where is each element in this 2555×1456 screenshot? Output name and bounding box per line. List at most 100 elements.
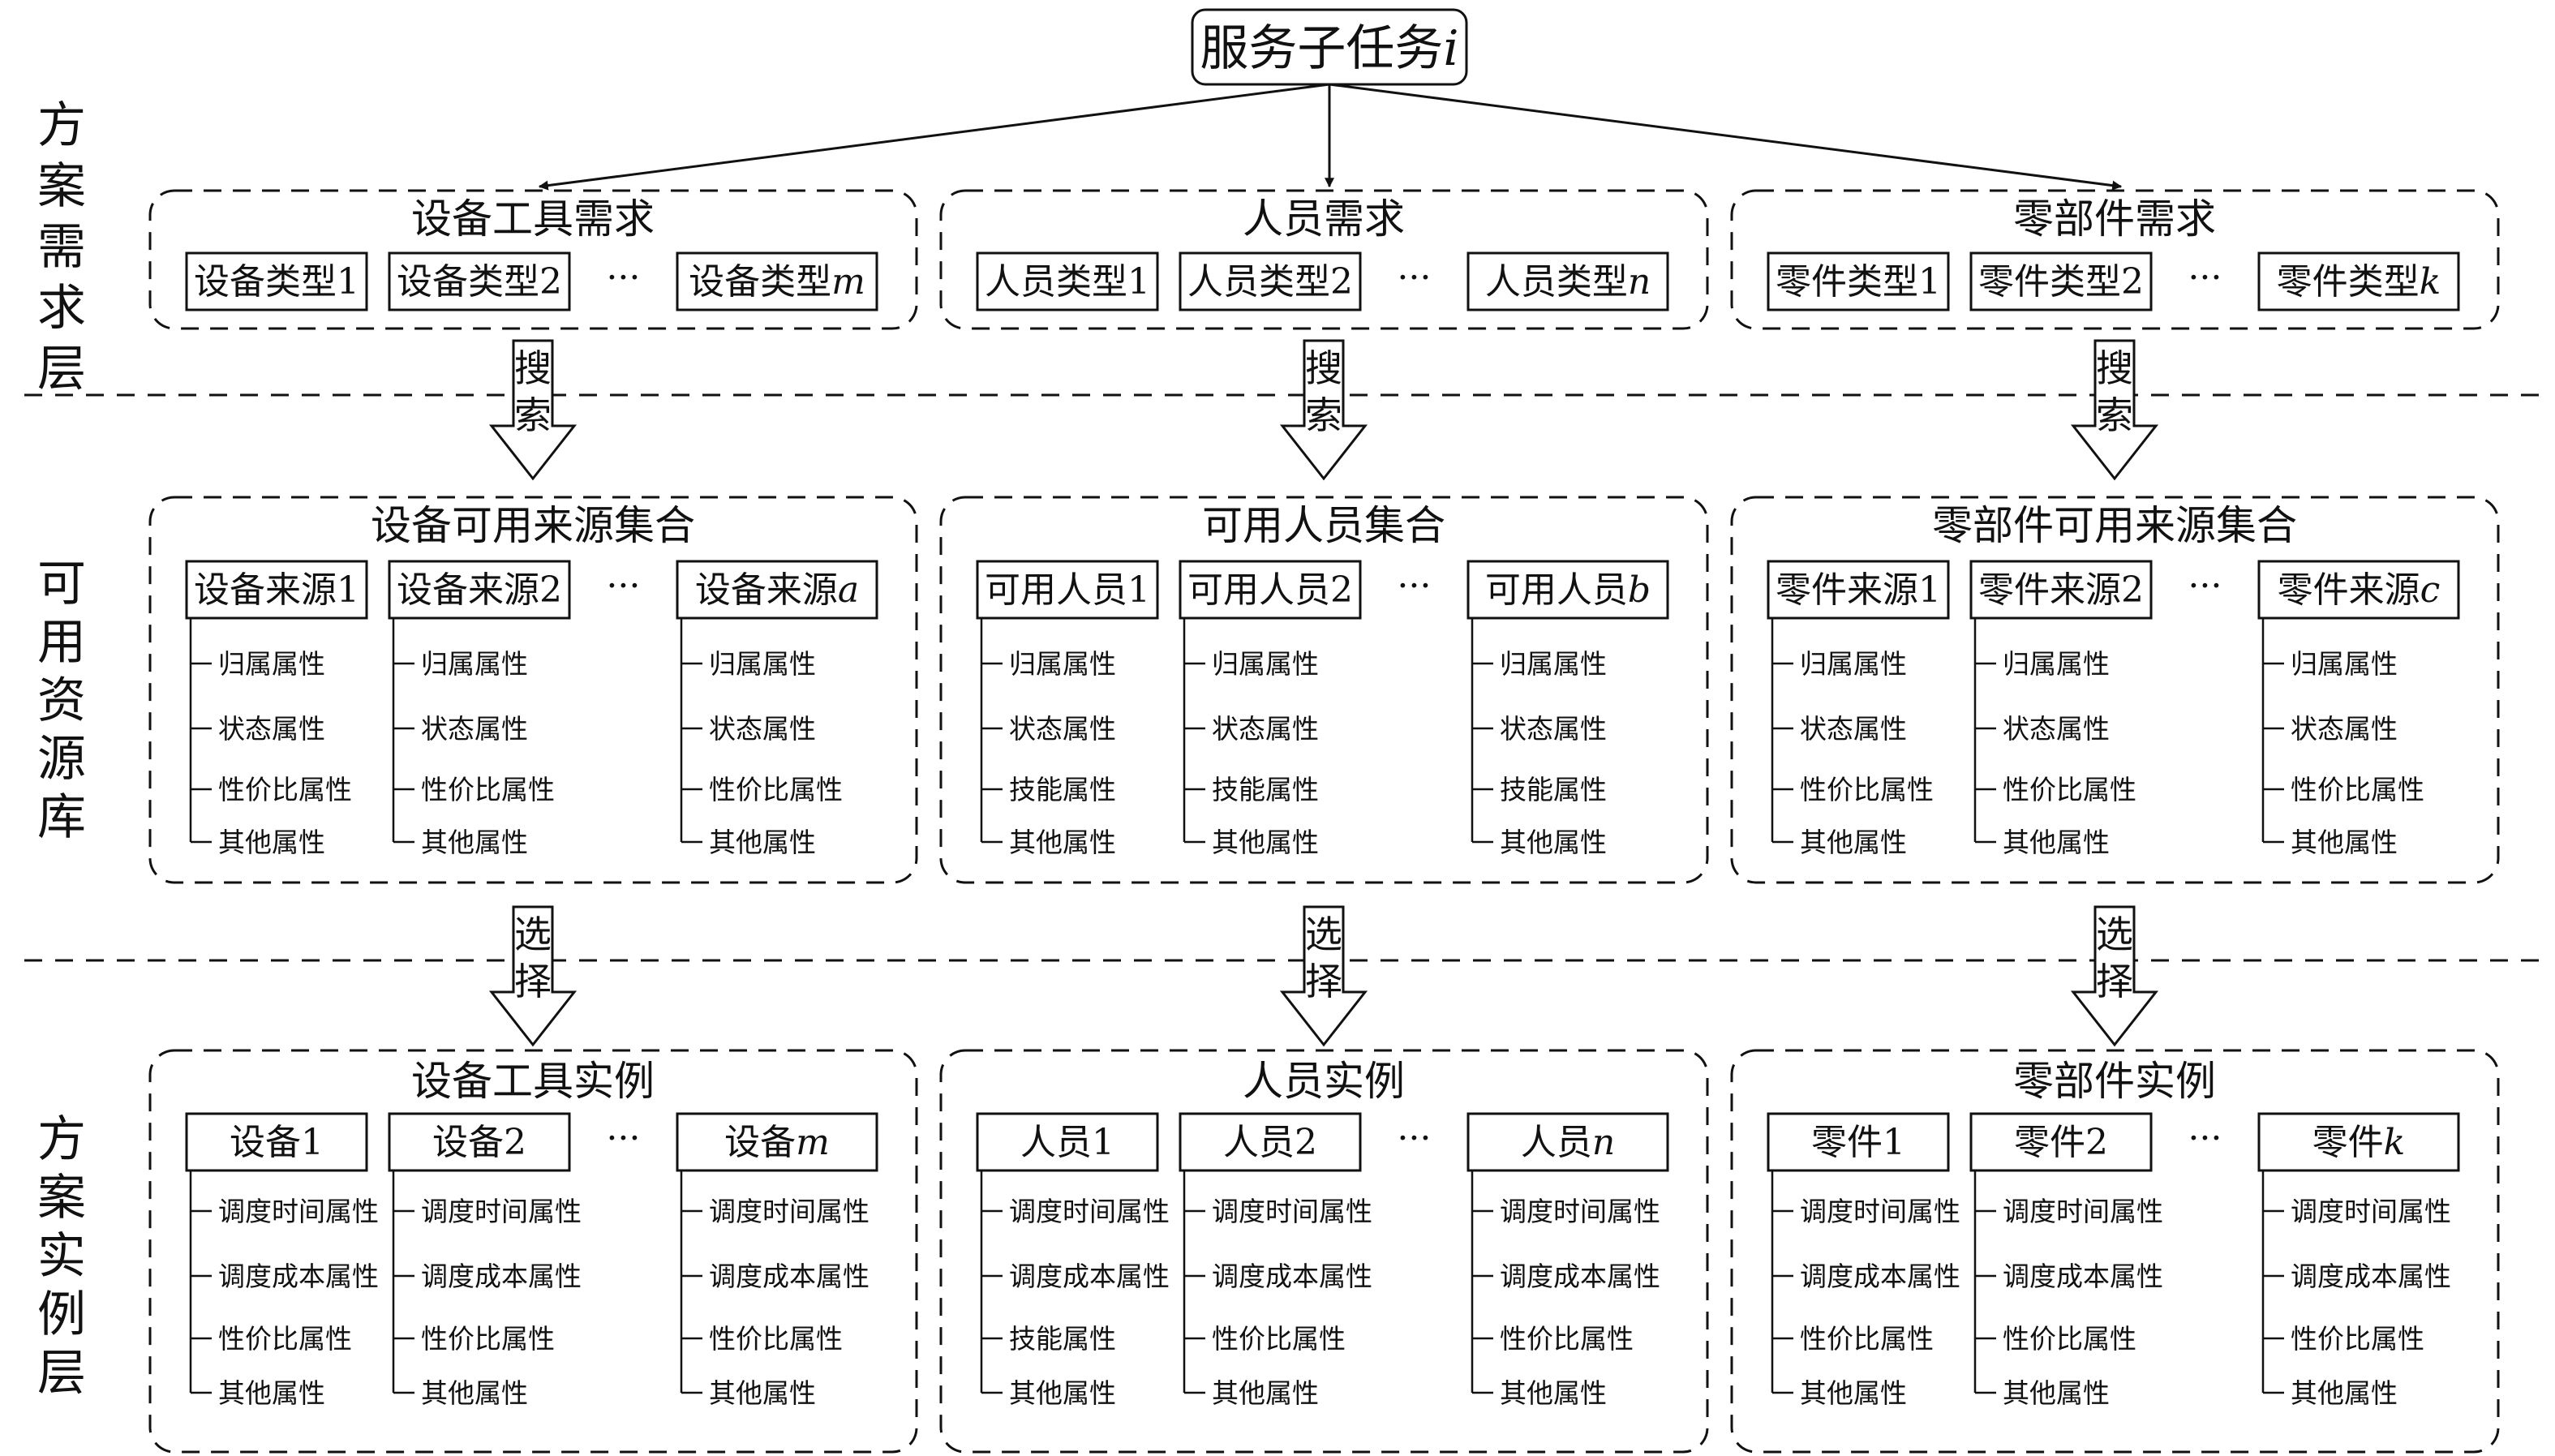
equipment-instance-box-2 — [388, 1112, 571, 1172]
parts-resource-box-label-2: 零件来源2 — [1978, 569, 2144, 611]
parts-resource-attr: 性价比属性 — [2291, 774, 2424, 805]
parts-resource-attr: 归属属性 — [1800, 648, 1907, 680]
personnel-resource-attr: 其他属性 — [1009, 827, 1116, 858]
parts-instance-attr: 性价比属性 — [2003, 1323, 2136, 1355]
parts-demand-box-label-2: 零件类型2 — [1978, 261, 2144, 303]
personnel-select-arrow: 选择 — [1279, 905, 1368, 1047]
personnel-resource-box-label-2: 可用人员2 — [1187, 569, 1353, 611]
parts-demand-box-label-1: 零件类型1 — [1776, 261, 1941, 303]
equipment-instance-attr: 性价比属性 — [709, 1323, 843, 1355]
personnel-demand-box-3 — [1466, 251, 1669, 311]
equipment-demand-container — [148, 189, 918, 330]
personnel-resource-title: 可用人员集合 — [1202, 502, 1445, 549]
equipment-resource-box-1 — [185, 560, 368, 620]
personnel-instance-box-1 — [976, 1112, 1159, 1172]
parts-demand-container — [1730, 189, 2500, 330]
root-node: 服务子任务i — [1191, 8, 1468, 86]
parts-instance-attr: 调度成本属性 — [1800, 1261, 1960, 1292]
equipment-instance-group: 设备工具实例设备1调度时间属性调度成本属性性价比属性其他属性设备2调度时间属性调… — [148, 1049, 918, 1454]
parts-resource-attr: 其他属性 — [2291, 827, 2398, 858]
parts-resource-attr: 其他属性 — [1800, 827, 1907, 858]
parts-instance-attr: 性价比属性 — [1800, 1323, 1934, 1355]
equipment-instance-attr: 调度时间属性 — [421, 1196, 582, 1227]
parts-instance-box-1 — [1767, 1112, 1950, 1172]
personnel-resource-box-2 — [1179, 560, 1362, 620]
parts-resource-title: 零部件可用来源集合 — [1932, 502, 2297, 549]
equipment-instance-attr: 调度成本属性 — [709, 1261, 870, 1292]
personnel-demand-ellipsis: ··· — [1398, 257, 1432, 299]
personnel-instance-group: 人员实例人员1调度时间属性调度成本属性技能属性其他属性人员2调度时间属性调度成本… — [939, 1049, 1709, 1454]
equipment-demand-box-label-1: 设备类型1 — [194, 261, 359, 303]
personnel-resource-attr: 归属属性 — [1212, 648, 1319, 680]
equipment-resource-ellipsis: ··· — [607, 565, 641, 607]
equipment-instance-attr: 其他属性 — [218, 1377, 325, 1409]
parts-resource-box-2 — [1969, 560, 2153, 620]
equipment-instance-title: 设备工具实例 — [411, 1058, 655, 1105]
root-arrows — [538, 83, 2123, 191]
personnel-resource-attr: 技能属性 — [1212, 774, 1319, 805]
equipment-resource-attr: 性价比属性 — [421, 774, 555, 805]
personnel-resource-box-label-3: 可用人员b — [1485, 569, 1651, 611]
personnel-search-arrow-shape — [1279, 339, 1368, 481]
personnel-resource-box-1 — [976, 560, 1159, 620]
parts-demand-box-label-3: 零件类型k — [2277, 261, 2441, 303]
personnel-instance-attr: 性价比属性 — [1212, 1323, 1346, 1355]
personnel-resource-attr: 技能属性 — [1009, 774, 1116, 805]
parts-instance-box-label-2: 零件2 — [2014, 1122, 2108, 1163]
parts-resource-box-3 — [2257, 560, 2460, 620]
equipment-search-arrow: 搜索 — [488, 339, 578, 481]
parts-instance-container — [1730, 1049, 2500, 1454]
parts-resource-attr: 其他属性 — [2003, 827, 2110, 858]
equipment-instance-attr: 性价比属性 — [421, 1323, 555, 1355]
equipment-demand-box-label-2: 设备类型2 — [397, 261, 562, 303]
parts-resource-attr: 归属属性 — [2291, 648, 2398, 680]
personnel-resource-container — [939, 496, 1709, 884]
personnel-resource-attr: 状态属性 — [1009, 713, 1116, 745]
parts-instance-ellipsis: ··· — [2188, 1118, 2222, 1159]
parts-select-arrow-shape — [2070, 905, 2159, 1047]
equipment-instance-box-label-3: 设备m — [724, 1122, 830, 1163]
parts-instance-box-label-3: 零件k — [2312, 1122, 2406, 1163]
parts-instance-group: 零部件实例零件1调度时间属性调度成本属性性价比属性其他属性零件2调度时间属性调度… — [1730, 1049, 2500, 1454]
parts-search-arrow: 搜索 — [2070, 339, 2159, 481]
equipment-search-arrow-label: 搜 — [514, 346, 552, 390]
parts-instance-attr: 性价比属性 — [2291, 1323, 2424, 1355]
root-arrow-left — [538, 83, 1330, 191]
equipment-resource-box-label-3: 设备来源a — [695, 569, 859, 611]
personnel-instance-box-2 — [1179, 1112, 1362, 1172]
personnel-instance-box-label-2: 人员2 — [1223, 1122, 1317, 1163]
personnel-search-arrow-label: 索 — [1305, 393, 1342, 437]
personnel-resource-ellipsis: ··· — [1398, 565, 1432, 607]
layer-label-instance: 方案实例层 — [37, 1111, 86, 1402]
equipment-search-arrow-label: 索 — [514, 393, 552, 437]
equipment-resource-attr: 其他属性 — [218, 827, 325, 858]
parts-resource-attr: 归属属性 — [2003, 648, 2110, 680]
parts-resource-container — [1730, 496, 2500, 884]
equipment-instance-box-3 — [676, 1112, 878, 1172]
layer-label-resource: 可用资源库 — [37, 556, 86, 846]
equipment-resource-attr: 状态属性 — [709, 713, 816, 745]
equipment-demand-title: 设备工具需求 — [411, 195, 655, 243]
personnel-instance-box-3 — [1466, 1112, 1669, 1172]
equipment-resource-box-3 — [676, 560, 878, 620]
parts-search-arrow-label: 索 — [2096, 393, 2133, 437]
equipment-instance-container — [148, 1049, 918, 1454]
equipment-resource-attr: 状态属性 — [218, 713, 325, 745]
parts-instance-attr: 其他属性 — [1800, 1377, 1907, 1409]
parts-select-arrow: 选择 — [2070, 905, 2159, 1047]
equipment-instance-attr: 其他属性 — [421, 1377, 528, 1409]
personnel-instance-box-label-1: 人员1 — [1020, 1122, 1114, 1163]
equipment-instance-attr: 调度成本属性 — [421, 1261, 582, 1292]
personnel-resource-attr: 状态属性 — [1500, 713, 1607, 745]
equipment-instance-attr: 性价比属性 — [218, 1323, 352, 1355]
personnel-instance-attr: 性价比属性 — [1500, 1323, 1634, 1355]
parts-instance-box-2 — [1969, 1112, 2153, 1172]
equipment-resource-box-2 — [388, 560, 571, 620]
parts-demand-box-3 — [2257, 251, 2460, 311]
personnel-resource-attr: 归属属性 — [1500, 648, 1607, 680]
equipment-resource-attr: 状态属性 — [421, 713, 528, 745]
personnel-demand-title: 人员需求 — [1243, 195, 1405, 243]
personnel-demand-box-label-2: 人员类型2 — [1187, 261, 1353, 303]
